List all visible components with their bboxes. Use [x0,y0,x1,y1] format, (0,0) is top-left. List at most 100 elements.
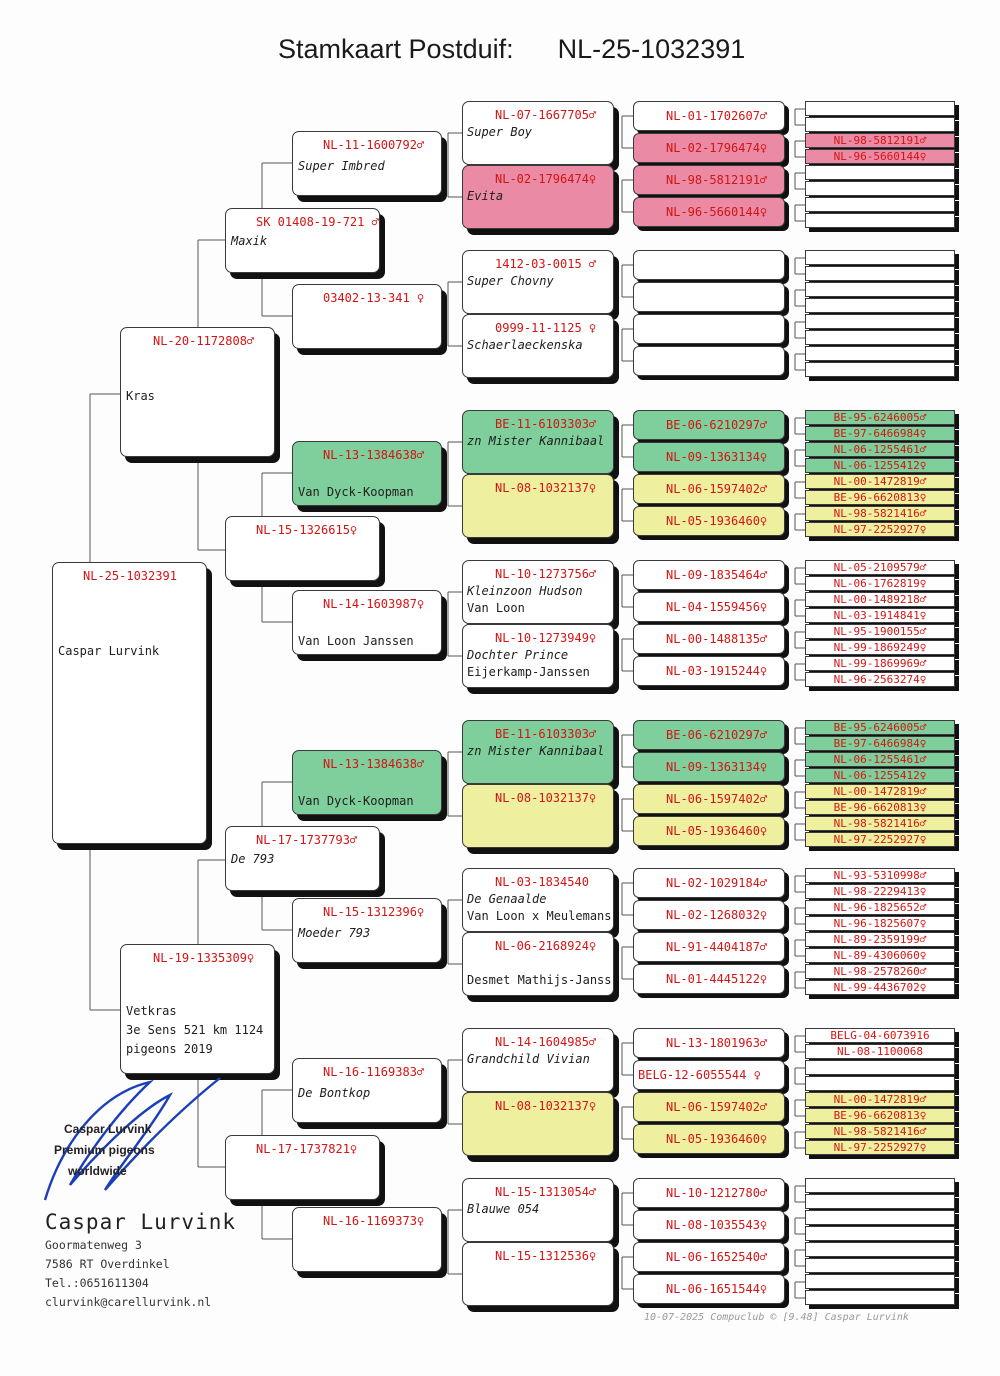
gen6-entry[interactable]: NL-98-2229413♀ [805,884,955,899]
gen6-entry[interactable] [805,346,955,361]
gen4-card[interactable]: NL-06-2168924♀Desmet Mathijs-Janss [462,932,614,996]
gen6-entry[interactable]: NL-98-5821416♂ [805,816,955,831]
gen6-entry[interactable]: BE-97-6466984♀ [805,736,955,751]
great-grandparent-card[interactable]: NL-14-1603987♀Van Loon Janssen [292,590,442,655]
gen5-card[interactable]: NL-06-1652540♂ [633,1242,785,1272]
gen6-entry[interactable] [805,266,955,281]
gen5-card[interactable]: NL-13-1801963♂ [633,1028,785,1058]
gen6-entry[interactable] [805,117,955,132]
gen5-card[interactable]: NL-03-1915244♀ [633,656,785,686]
gen5-card[interactable]: NL-02-1796474♀ [633,133,785,163]
gen5-card[interactable]: NL-91-4404187♂ [633,932,785,962]
gen6-entry[interactable]: BELG-04-6073916 [805,1028,955,1043]
gen6-entry[interactable]: NL-96-1825607♀ [805,916,955,931]
gen6-entry[interactable] [805,1258,955,1273]
gen5-card[interactable]: NL-05-1936460♀ [633,506,785,536]
gen6-entry[interactable]: NL-98-5821416♂ [805,506,955,521]
gen5-card[interactable]: NL-09-1363134♀ [633,442,785,472]
gen5-card[interactable]: NL-04-1559456♀ [633,592,785,622]
gen6-entry[interactable]: NL-98-2578260♂ [805,964,955,979]
gen6-entry[interactable]: NL-99-4436702♀ [805,980,955,995]
gen6-entry[interactable]: NL-00-1472819♂ [805,784,955,799]
gen6-entry[interactable]: NL-99-1869249♀ [805,640,955,655]
gen6-entry[interactable] [805,1274,955,1289]
grandparent-card[interactable]: NL-17-1737821♀ [225,1135,380,1200]
gen5-card[interactable]: NL-01-4445122♀ [633,964,785,994]
gen4-card[interactable]: NL-07-1667705♂Super Boy [462,101,614,165]
gen6-entry[interactable]: NL-06-1255412♀ [805,458,955,473]
gen6-entry[interactable] [805,1226,955,1241]
great-grandparent-card[interactable]: NL-11-1600792♂Super Imbred [292,131,442,196]
gen5-card[interactable]: BE-06-6210297♂ [633,720,785,750]
gen6-entry[interactable]: BE-95-6246005♂ [805,720,955,735]
gen6-entry[interactable]: NL-93-5310998♂ [805,868,955,883]
gen6-entry[interactable]: NL-06-1255461♂ [805,752,955,767]
gen5-card[interactable]: NL-02-1029184♂ [633,868,785,898]
gen4-card[interactable]: NL-08-1032137♀ [462,1092,614,1156]
gen5-card[interactable]: NL-05-1936460♀ [633,816,785,846]
gen6-entry[interactable]: NL-98-5812191♂ [805,133,955,148]
gen6-entry[interactable]: NL-00-1489218♂ [805,592,955,607]
gen4-card[interactable]: NL-15-1312536♀ [462,1242,614,1306]
gen6-entry[interactable] [805,197,955,212]
gen6-entry[interactable] [805,1060,955,1075]
gen6-entry[interactable]: BE-97-6466984♀ [805,426,955,441]
great-grandparent-card[interactable]: 03402-13-341 ♀ [292,284,442,349]
gen4-card[interactable]: NL-15-1313054♂Blauwe 054 [462,1178,614,1242]
gen6-entry[interactable]: BE-95-6246005♂ [805,410,955,425]
gen6-entry[interactable]: NL-89-2359199♂ [805,932,955,947]
gen6-entry[interactable] [805,1076,955,1091]
gen6-entry[interactable] [805,1290,955,1305]
gen6-entry[interactable] [805,1210,955,1225]
grandparent-card[interactable]: SK 01408-19-721 ♂Maxik [225,208,380,273]
gen5-card[interactable]: NL-06-1597402♂ [633,1092,785,1122]
gen6-entry[interactable]: NL-96-1825652♂ [805,900,955,915]
gen6-entry[interactable] [805,250,955,265]
gen5-card[interactable]: BE-06-6210297♂ [633,410,785,440]
gen4-card[interactable]: 1412-03-0015 ♂Super Chovny [462,250,614,314]
gen6-entry[interactable]: NL-00-1472819♂ [805,1092,955,1107]
gen4-card[interactable]: NL-08-1032137♀ [462,784,614,848]
gen6-entry[interactable] [805,1242,955,1257]
gen6-entry[interactable]: NL-96-5660144♀ [805,149,955,164]
gen6-entry[interactable]: NL-89-4306060♀ [805,948,955,963]
gen6-entry[interactable] [805,362,955,377]
great-grandparent-card[interactable]: NL-13-1384638♂Van Dyck-Koopman [292,750,442,815]
gen6-entry[interactable] [805,101,955,116]
gen6-entry[interactable] [805,314,955,329]
gen6-entry[interactable]: NL-05-2109579♂ [805,560,955,575]
gen6-entry[interactable]: NL-06-1762819♀ [805,576,955,591]
great-grandparent-card[interactable]: NL-16-1169383♂De Bontkop [292,1058,442,1123]
gen4-card[interactable]: NL-14-1604985♂Grandchild Vivian [462,1028,614,1092]
gen6-entry[interactable]: NL-98-5821416♂ [805,1124,955,1139]
gen5-card[interactable]: NL-09-1835464♂ [633,560,785,590]
gen6-entry[interactable] [805,165,955,180]
great-grandparent-card[interactable]: NL-16-1169373♀ [292,1207,442,1272]
gen5-card[interactable]: NL-00-1488135♂ [633,624,785,654]
gen6-entry[interactable]: NL-97-2252927♀ [805,832,955,847]
gen5-card[interactable]: NL-09-1363134♀ [633,752,785,782]
gen5-card[interactable] [633,250,785,280]
gen5-card[interactable] [633,282,785,312]
gen6-entry[interactable]: NL-97-2252927♀ [805,1140,955,1155]
gen5-card[interactable]: NL-06-1651544♀ [633,1274,785,1304]
gen6-entry[interactable]: NL-03-1914841♀ [805,608,955,623]
gen6-entry[interactable] [805,181,955,196]
gen6-entry[interactable]: NL-95-1900155♂ [805,624,955,639]
grandparent-card[interactable]: NL-15-1326615♀ [225,516,380,581]
gen5-card[interactable]: NL-06-1597402♂ [633,474,785,504]
gen4-card[interactable]: BE-11-6103303♂zn Mister Kannibaal [462,410,614,474]
gen5-card[interactable]: BELG-12-6055544 ♀ [633,1060,785,1090]
gen5-card[interactable]: NL-96-5660144♀ [633,197,785,227]
gen6-entry[interactable]: NL-00-1472819♂ [805,474,955,489]
gen5-card[interactable]: NL-10-1212780♂ [633,1178,785,1208]
gen5-card[interactable]: NL-06-1597402♂ [633,784,785,814]
gen5-card[interactable]: NL-05-1936460♀ [633,1124,785,1154]
gen4-card[interactable]: 0999-11-1125 ♀Schaerlaeckenska [462,314,614,378]
gen6-entry[interactable] [805,330,955,345]
great-grandparent-card[interactable]: NL-15-1312396♀Moeder 793 [292,898,442,963]
gen6-entry[interactable]: NL-08-1100068 [805,1044,955,1059]
